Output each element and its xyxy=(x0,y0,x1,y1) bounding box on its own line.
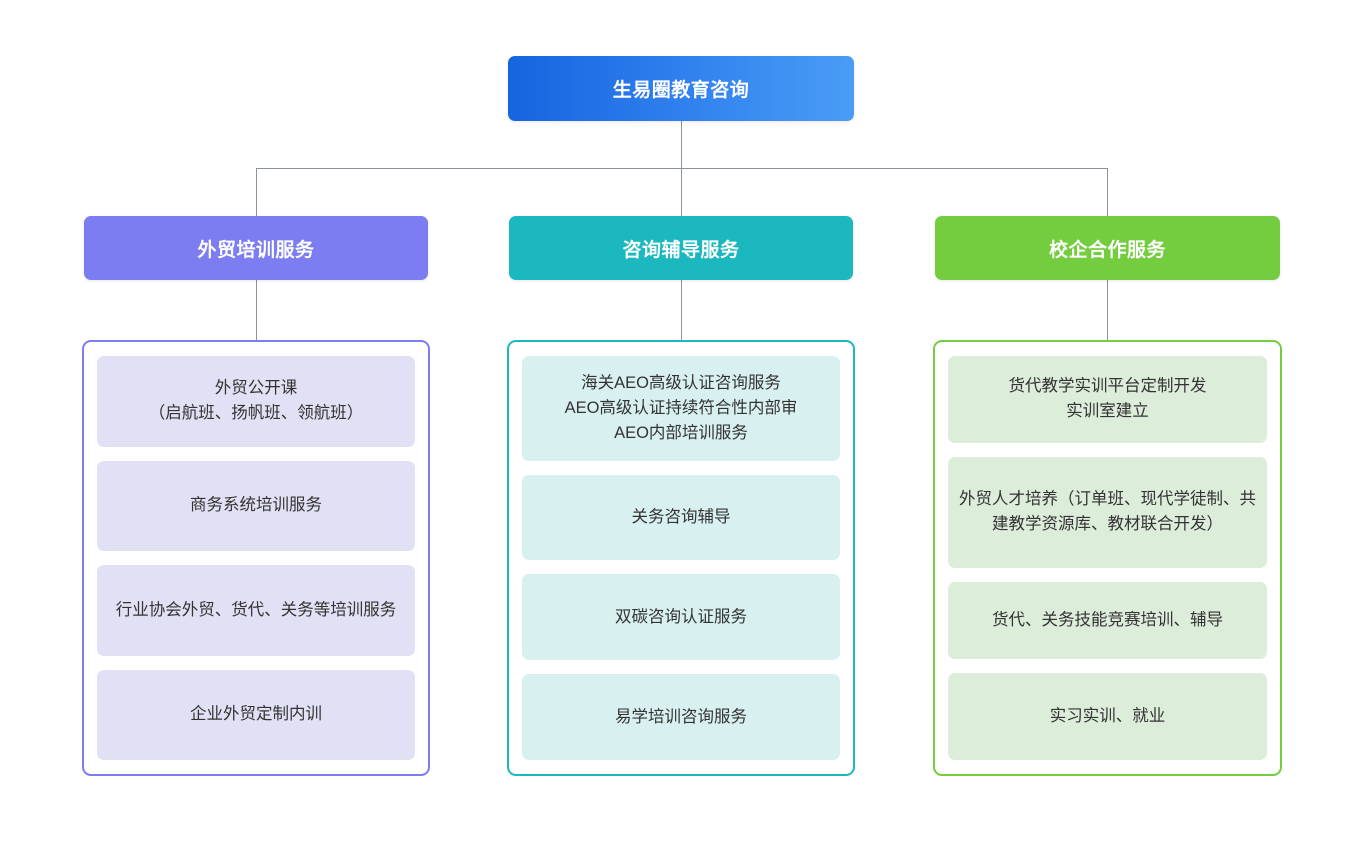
leaf-item[interactable]: 双碳咨询认证服务 xyxy=(522,574,840,661)
connector-root-stem xyxy=(681,121,682,168)
branch-header-school-enterprise[interactable]: 校企合作服务 xyxy=(935,216,1280,280)
connector-header-to-group-1 xyxy=(256,280,257,340)
branch-header-training[interactable]: 外贸培训服务 xyxy=(84,216,428,280)
connector-drop-branch-1 xyxy=(256,168,257,216)
leaf-item[interactable]: 商务系统培训服务 xyxy=(97,460,415,551)
branch-group-training: 外贸公开课 （启航班、扬帆班、领航班） 商务系统培训服务 行业协会外贸、货代、关… xyxy=(82,340,430,776)
branch-header-label: 外贸培训服务 xyxy=(197,239,315,261)
item-spacer xyxy=(948,659,1267,673)
item-spacer xyxy=(948,443,1267,457)
item-spacer xyxy=(97,656,415,670)
leaf-item[interactable]: 海关AEO高级认证咨询服务 AEO高级认证持续符合性内部审 AEO内部培训服务 xyxy=(522,356,840,461)
connector-drop-branch-3 xyxy=(1107,168,1108,216)
item-spacer xyxy=(522,461,840,475)
item-spacer xyxy=(97,447,415,461)
branch-header-label: 咨询辅导服务 xyxy=(622,239,740,261)
branch-group-school-enterprise: 货代教学实训平台定制开发 实训室建立 外贸人才培养（订单班、现代学徒制、共建教学… xyxy=(933,340,1282,776)
leaf-item[interactable]: 实习实训、就业 xyxy=(948,673,1267,760)
leaf-item[interactable]: 货代、关务技能竞赛培训、辅导 xyxy=(948,582,1267,660)
leaf-item[interactable]: 关务咨询辅导 xyxy=(522,474,840,561)
item-spacer xyxy=(522,660,840,674)
leaf-item[interactable]: 外贸公开课 （启航班、扬帆班、领航班） xyxy=(97,356,415,447)
item-spacer xyxy=(522,560,840,574)
branch-header-label: 校企合作服务 xyxy=(1048,239,1166,261)
connector-header-to-group-2 xyxy=(681,280,682,340)
connector-header-to-group-3 xyxy=(1107,280,1108,340)
leaf-item[interactable]: 行业协会外贸、货代、关务等培训服务 xyxy=(97,565,415,656)
branch-header-consulting[interactable]: 咨询辅导服务 xyxy=(509,216,853,280)
item-spacer xyxy=(948,568,1267,582)
root-node[interactable]: 生易圈教育咨询 xyxy=(508,56,854,121)
leaf-item[interactable]: 企业外贸定制内训 xyxy=(97,669,415,760)
root-node-label: 生易圈教育咨询 xyxy=(612,80,750,101)
leaf-item[interactable]: 货代教学实训平台定制开发 实训室建立 xyxy=(948,356,1267,443)
leaf-item[interactable]: 易学培训咨询服务 xyxy=(522,674,840,760)
leaf-item[interactable]: 外贸人才培养（订单班、现代学徒制、共建教学资源库、教材联合开发） xyxy=(948,456,1267,569)
connector-drop-branch-2 xyxy=(681,168,682,216)
branch-group-consulting: 海关AEO高级认证咨询服务 AEO高级认证持续符合性内部审 AEO内部培训服务 … xyxy=(507,340,855,776)
item-spacer xyxy=(97,551,415,565)
